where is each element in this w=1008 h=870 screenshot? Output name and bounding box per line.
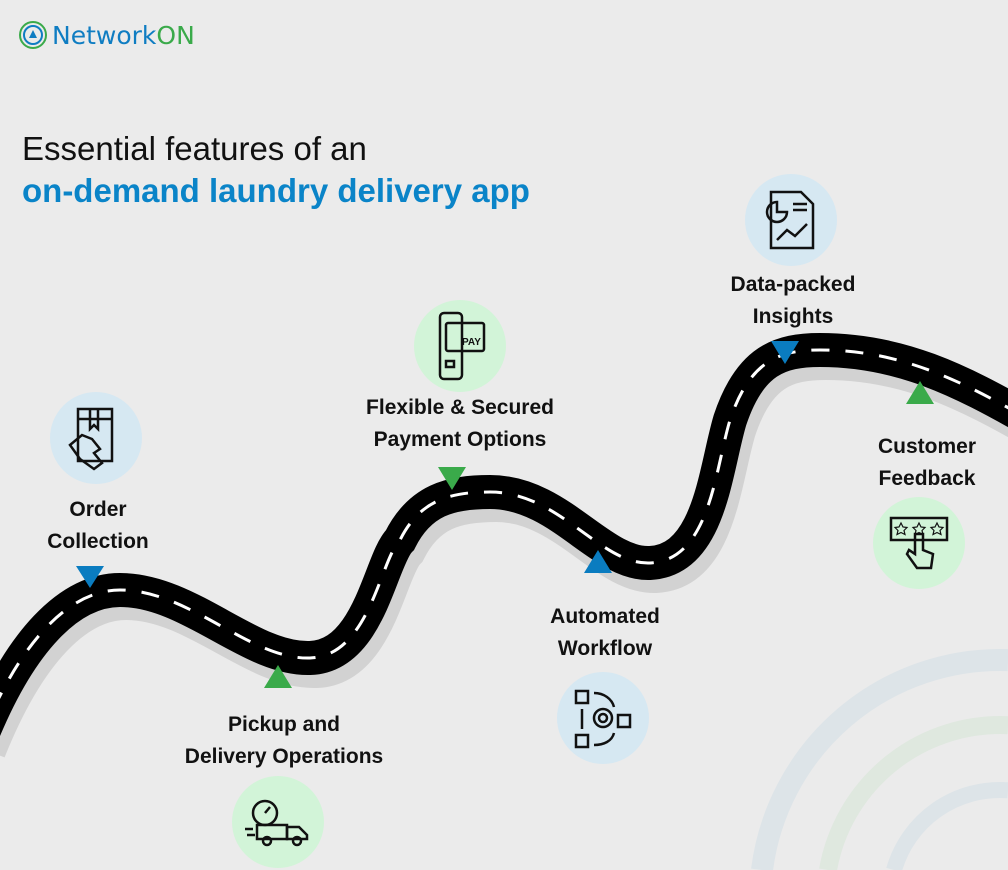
marker-payment	[438, 467, 466, 490]
marker-workflow	[584, 550, 612, 573]
report-chart-icon	[745, 174, 837, 266]
marker-insights	[771, 341, 799, 364]
delivery-truck-icon	[232, 776, 324, 868]
marker-order-collection	[76, 566, 104, 588]
star-rating-icon	[873, 497, 965, 589]
workflow-gear-icon	[557, 672, 649, 764]
svg-text:PAY: PAY	[462, 337, 481, 348]
logo-text-on: ON	[156, 20, 195, 50]
hand-box-icon	[50, 392, 142, 484]
networkon-logo: NetworkON	[18, 20, 195, 50]
title-line-2: on-demand laundry delivery app	[22, 172, 530, 209]
logo-rings-icon	[19, 21, 47, 49]
marker-feedback	[906, 381, 934, 404]
mobile-pay-icon: PAY	[414, 300, 506, 392]
title-line-1: Essential features of an	[22, 130, 367, 167]
marker-pickup	[264, 665, 292, 688]
logo-text-network: Network	[52, 20, 157, 50]
